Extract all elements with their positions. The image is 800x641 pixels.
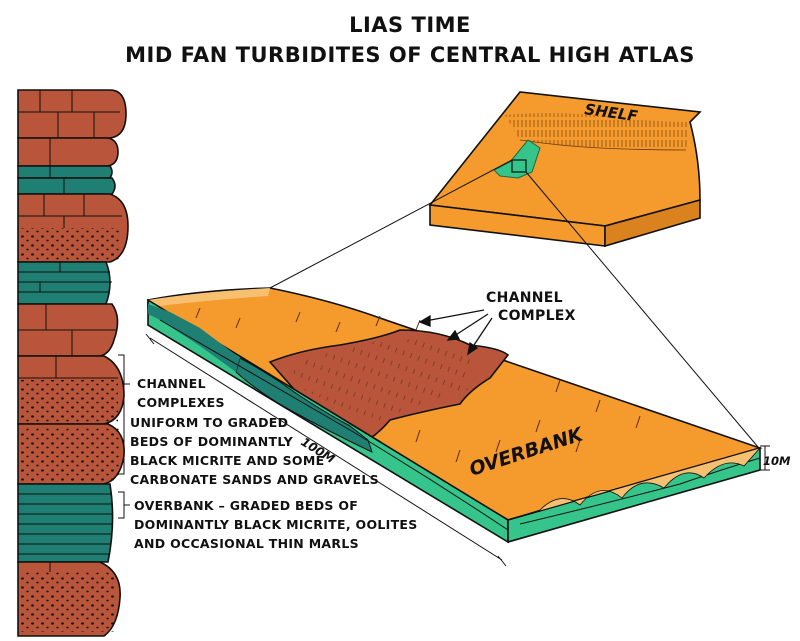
legend-channel-line: CARBONATE SANDS AND GRAVELS xyxy=(130,472,379,487)
legend-channel-text: CHANNEL COMPLEXES UNIFORM TO GRADED BEDS… xyxy=(130,376,379,487)
scale-height: 10M xyxy=(760,445,791,471)
legend-channel-line: BLACK MICRITE AND SOME xyxy=(130,453,324,468)
legend-overbank-line: DOMINANTLY BLACK MICRITE, OOLITES xyxy=(134,517,418,532)
legend-channel-line: CHANNEL xyxy=(137,376,206,391)
shelf-block: SHELF xyxy=(428,91,702,248)
legend-channel-line: UNIFORM TO GRADED xyxy=(130,415,288,430)
channel-complex-label-2: COMPLEX xyxy=(498,308,576,324)
column-bed-teal xyxy=(17,177,116,195)
shelf-top xyxy=(428,91,702,227)
legend-overbank-line: OVERBANK – GRADED BEDS OF xyxy=(134,498,358,513)
legend-channel-line: BEDS OF DOMINANTLY xyxy=(130,434,294,449)
projection-line xyxy=(269,159,513,289)
channel-bracket xyxy=(118,354,125,475)
column-bed-red xyxy=(17,89,127,139)
overbank-bracket xyxy=(118,491,125,519)
inset-location-box xyxy=(511,159,527,173)
title-line-2: MID FAN TURBIDITES OF CENTRAL HIGH ATLAS xyxy=(125,43,695,67)
shelf-channel-feature xyxy=(493,139,541,179)
column-bed-teal xyxy=(17,165,113,179)
column-bed-red xyxy=(17,137,119,167)
scale-height-label: 10M xyxy=(763,454,791,468)
fan-block xyxy=(147,287,763,544)
overbank-scallops xyxy=(507,447,762,521)
legend-overbank-text: OVERBANK – GRADED BEDS OF DOMINANTLY BLA… xyxy=(134,498,418,551)
legend-overbank-line: AND OCCASIONAL THIN MARLS xyxy=(134,536,359,551)
column-bed-teal xyxy=(17,261,111,305)
legend-channel-line: COMPLEXES xyxy=(137,395,225,410)
channel-section xyxy=(235,357,373,453)
shelf-side xyxy=(604,198,701,248)
column-bed-teal xyxy=(17,483,114,563)
title-line-1: LIAS TIME xyxy=(349,13,471,37)
stratigraphic-column xyxy=(17,89,129,637)
channel-arrows xyxy=(418,309,493,356)
channel-complex-label-1: CHANNEL xyxy=(486,290,563,306)
projection-line xyxy=(525,171,759,448)
